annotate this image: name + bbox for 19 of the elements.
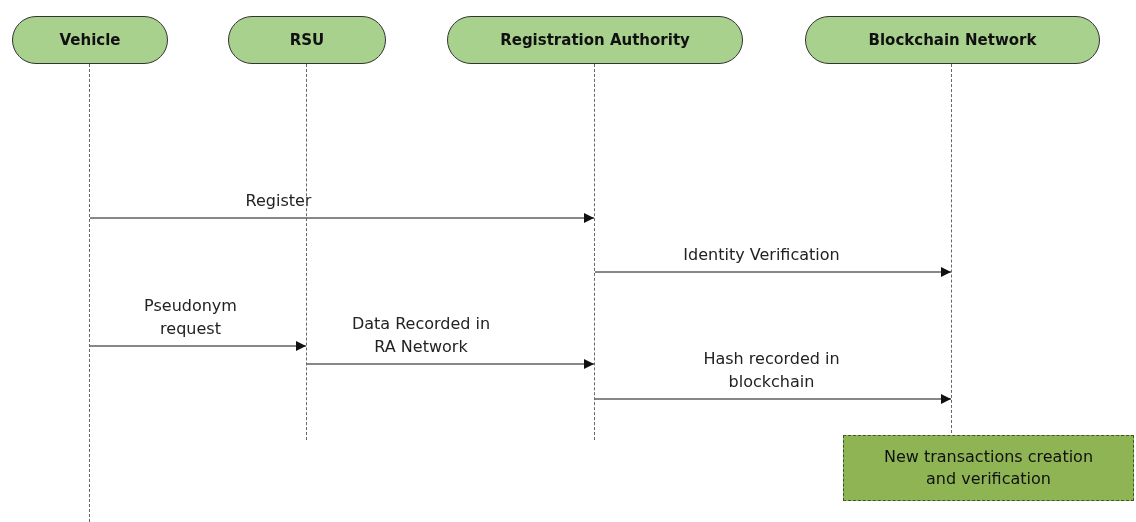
edge-label: Data Recorded in RA Network [351, 312, 491, 358]
edge-label: Pseudonym request [143, 294, 238, 340]
process-box: New transactions creation and verification [843, 435, 1134, 501]
participant-header: Registration Authority [447, 16, 743, 64]
edge-label: Hash recorded in blockchain [702, 347, 841, 393]
lifeline [951, 64, 953, 433]
lifeline [306, 64, 308, 440]
edge-label: Identity Verification [682, 243, 841, 266]
lifeline [89, 64, 91, 522]
message-arrow [594, 267, 952, 277]
edge-label: Register [244, 189, 313, 212]
lifeline [594, 64, 596, 440]
participant-header: RSU [228, 16, 386, 64]
message-arrow [306, 359, 595, 369]
message-arrow [594, 394, 952, 404]
message-arrow [89, 341, 307, 351]
participant-header: Vehicle [12, 16, 168, 64]
message-arrow [89, 213, 595, 223]
participant-header: Blockchain Network [805, 16, 1100, 64]
